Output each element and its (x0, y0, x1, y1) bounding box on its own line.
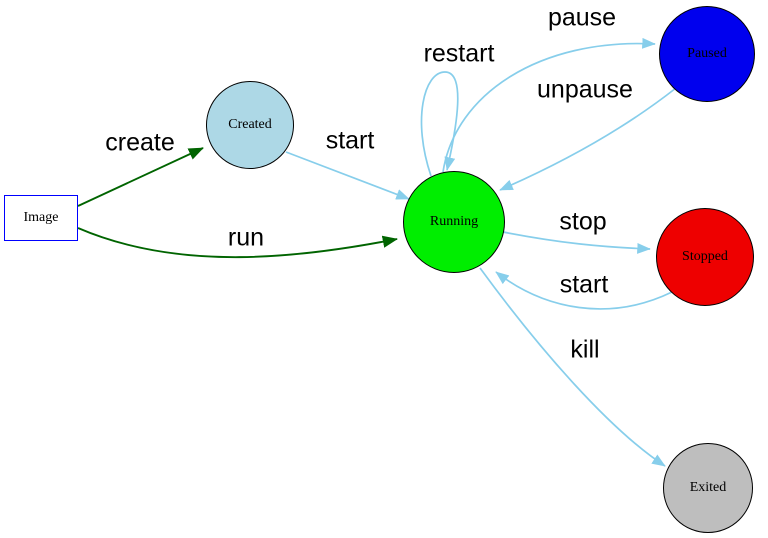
edge-create (77, 147, 204, 207)
edge-restart (420, 71, 459, 177)
edge-label-stop: stop (559, 207, 607, 236)
edge-run (77, 227, 398, 259)
node-exited[interactable]: Exited (663, 443, 753, 533)
node-paused[interactable]: Paused (659, 6, 755, 102)
edge-label-restart: restart (423, 39, 495, 68)
edge-stop (502, 231, 651, 254)
edge-unpause (499, 87, 677, 191)
node-exited-label: Exited (689, 480, 727, 495)
edge-kill (479, 267, 666, 467)
edge-label-pause: pause (547, 3, 617, 32)
node-paused-label: Paused (687, 46, 727, 61)
node-image-label: Image (23, 210, 59, 225)
node-running[interactable]: Running (403, 171, 505, 273)
node-stopped[interactable]: Stopped (656, 208, 754, 306)
node-running-label: Running (429, 214, 479, 229)
node-created-label: Created (228, 117, 272, 132)
edge-label-run: run (227, 223, 265, 252)
edge-start-created (285, 151, 410, 200)
edge-label-kill: kill (570, 335, 600, 364)
edge-start-stopped (495, 271, 673, 310)
edge-label-create: create (105, 128, 175, 157)
edge-label-start-created: start (325, 126, 375, 155)
node-image[interactable]: Image (4, 195, 78, 241)
node-stopped-label: Stopped (682, 249, 728, 264)
edge-label-unpause: unpause (537, 75, 633, 104)
edge-pause (442, 37, 656, 173)
node-created[interactable]: Created (206, 81, 294, 169)
edge-label-start-stopped: start (559, 270, 609, 299)
